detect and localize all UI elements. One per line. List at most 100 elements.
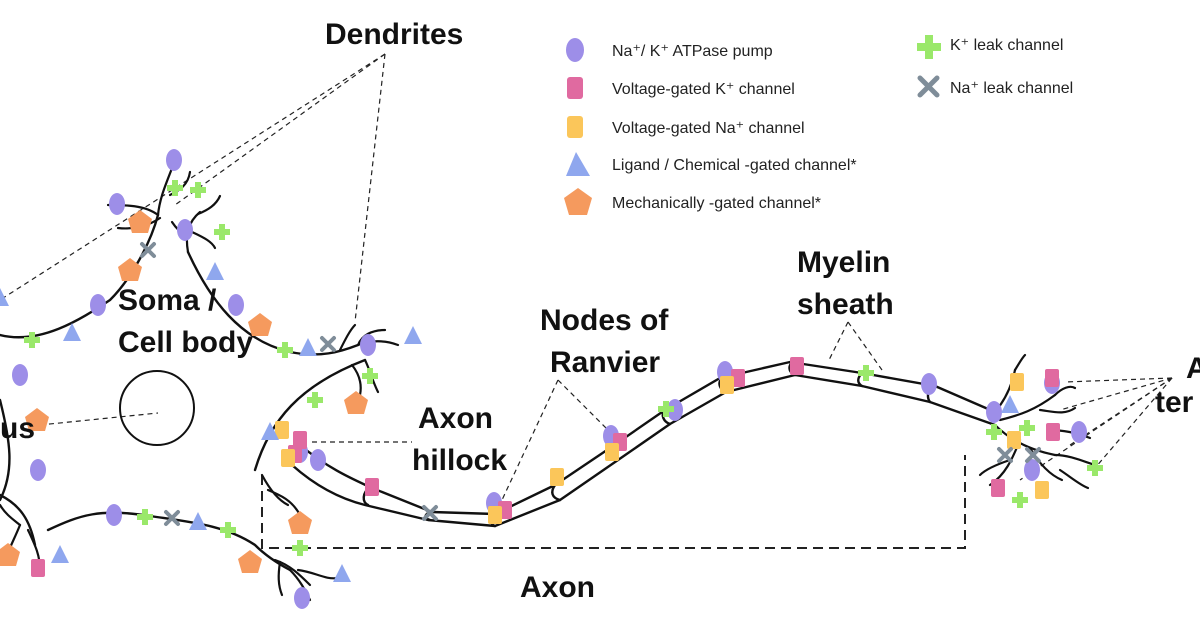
mech-channel-icon — [238, 550, 262, 573]
vg-na-channel-icon — [720, 376, 734, 394]
mech-channel-icon — [564, 188, 592, 215]
legend-item-na-k-pump: Na⁺/ K⁺ ATPase pump — [566, 38, 773, 62]
pump-icon — [90, 294, 106, 316]
ligand-channel-icon — [206, 262, 224, 280]
na-leak-channel-icon — [140, 242, 156, 258]
pump-icon — [1024, 459, 1040, 481]
legend-label-pump: Na⁺/ K⁺ ATPase pump — [612, 43, 773, 60]
label-myelin-2: sheath — [797, 288, 894, 321]
ligand-channel-icon — [189, 512, 207, 530]
vg-k-channel-icon — [1046, 423, 1060, 441]
k-leak-channel-icon — [1087, 460, 1103, 476]
legend-label-vg-na: Voltage-gated Na⁺ channel — [612, 120, 805, 137]
legend-item-na-leak: Na⁺ leak channel — [917, 75, 1073, 98]
pump-icon — [566, 38, 584, 62]
ligand-channel-icon — [333, 564, 351, 582]
k-leak-channel-icon — [24, 332, 40, 348]
k-leak-channel-icon — [137, 509, 153, 525]
ligand-channel-icon — [404, 326, 422, 344]
k-leak-channel-icon — [362, 368, 378, 384]
mech-channel-icon — [128, 210, 152, 233]
vg-k-channel-icon — [365, 478, 379, 496]
label-terminal-2: ter — [1155, 386, 1194, 419]
mech-channel-icon — [25, 408, 49, 431]
label-nodes-1: Nodes of — [540, 304, 669, 337]
vg-k-channel-icon — [991, 479, 1005, 497]
vg-k-channel-icon — [31, 559, 45, 577]
nucleus-circle — [119, 370, 195, 446]
k-leak-channel-icon — [917, 35, 941, 59]
legend-item-ligand: Ligand / Chemical -gated channel* — [566, 152, 857, 176]
vg-na-channel-icon — [567, 116, 583, 138]
na-leak-channel-icon — [320, 336, 336, 352]
label-axon-hillock-2: hillock — [412, 444, 507, 477]
pump-icon — [921, 373, 937, 395]
k-leak-channel-icon — [858, 365, 874, 381]
vg-k-channel-icon — [293, 431, 307, 449]
ligand-channel-icon — [261, 422, 279, 440]
dendrite-branches — [0, 158, 400, 602]
pump-icon — [294, 587, 310, 609]
mech-channel-icon — [344, 391, 368, 414]
legend-item-vg-na: Voltage-gated Na⁺ channel — [567, 116, 805, 138]
na-leak-channel-icon — [1025, 447, 1041, 463]
na-leak-channel-icon — [997, 447, 1013, 463]
legend-item-mech: Mechanically -gated channel* — [564, 188, 821, 215]
k-leak-channel-icon — [190, 182, 206, 198]
mech-channel-icon — [248, 313, 272, 336]
k-leak-channel-icon — [986, 424, 1002, 440]
k-leak-channel-icon — [292, 540, 308, 556]
pump-icon — [177, 219, 193, 241]
pump-icon — [986, 401, 1002, 423]
k-leak-channel-icon — [277, 342, 293, 358]
mech-channel-icon — [0, 543, 20, 566]
label-soma-2: Cell body — [118, 326, 253, 359]
vg-na-channel-icon — [550, 468, 564, 486]
na-leak-channel-icon — [422, 505, 438, 521]
ligand-channel-icon — [51, 545, 69, 563]
legend-label-mech: Mechanically -gated channel* — [612, 195, 821, 212]
label-axon-hillock-1: Axon — [418, 402, 493, 435]
ligand-channel-icon — [1001, 395, 1019, 413]
legend-label-na-leak: Na⁺ leak channel — [950, 80, 1073, 97]
pump-icon — [109, 193, 125, 215]
pump-icon — [1071, 421, 1087, 443]
vg-k-channel-icon — [790, 357, 804, 375]
label-axon: Axon — [520, 571, 595, 604]
leader-lines — [0, 53, 1173, 549]
pump-icon — [228, 294, 244, 316]
k-leak-channel-icon — [1019, 420, 1035, 436]
axon-myelin-segments — [290, 360, 997, 528]
legend-label-ligand: Ligand / Chemical -gated channel* — [612, 157, 857, 174]
ligand-channel-icon — [299, 338, 317, 356]
vg-na-channel-icon — [488, 506, 502, 524]
vg-k-channel-icon — [1045, 369, 1059, 387]
pump-icon — [106, 504, 122, 526]
label-nucleus: us — [0, 412, 35, 445]
membrane-channels — [0, 149, 1103, 609]
label-soma-1: Soma / — [118, 284, 217, 317]
pump-icon — [310, 449, 326, 471]
legend-item-k-leak: K⁺ leak channel — [917, 35, 1063, 59]
legend-label-vg-k: Voltage-gated K⁺ channel — [612, 81, 795, 98]
label-terminal-1: A — [1186, 352, 1200, 385]
legend: Na⁺/ K⁺ ATPase pump Voltage-gated K⁺ cha… — [564, 35, 1073, 215]
pump-icon — [12, 364, 28, 386]
na-leak-channel-icon — [164, 510, 180, 526]
ligand-channel-icon — [566, 152, 590, 176]
vg-na-channel-icon — [605, 443, 619, 461]
vg-na-channel-icon — [1007, 431, 1021, 449]
vg-na-channel-icon — [1010, 373, 1024, 391]
legend-item-vg-k: Voltage-gated K⁺ channel — [567, 77, 795, 99]
vg-k-channel-icon — [731, 369, 745, 387]
pump-icon — [667, 399, 683, 421]
mech-channel-icon — [288, 511, 312, 534]
k-leak-channel-icon — [658, 401, 674, 417]
label-myelin-1: Myelin — [797, 246, 890, 279]
k-leak-channel-icon — [307, 392, 323, 408]
label-dendrites: Dendrites — [325, 18, 463, 51]
na-leak-channel-icon — [917, 75, 940, 98]
pump-icon — [30, 459, 46, 481]
k-leak-channel-icon — [167, 180, 183, 196]
